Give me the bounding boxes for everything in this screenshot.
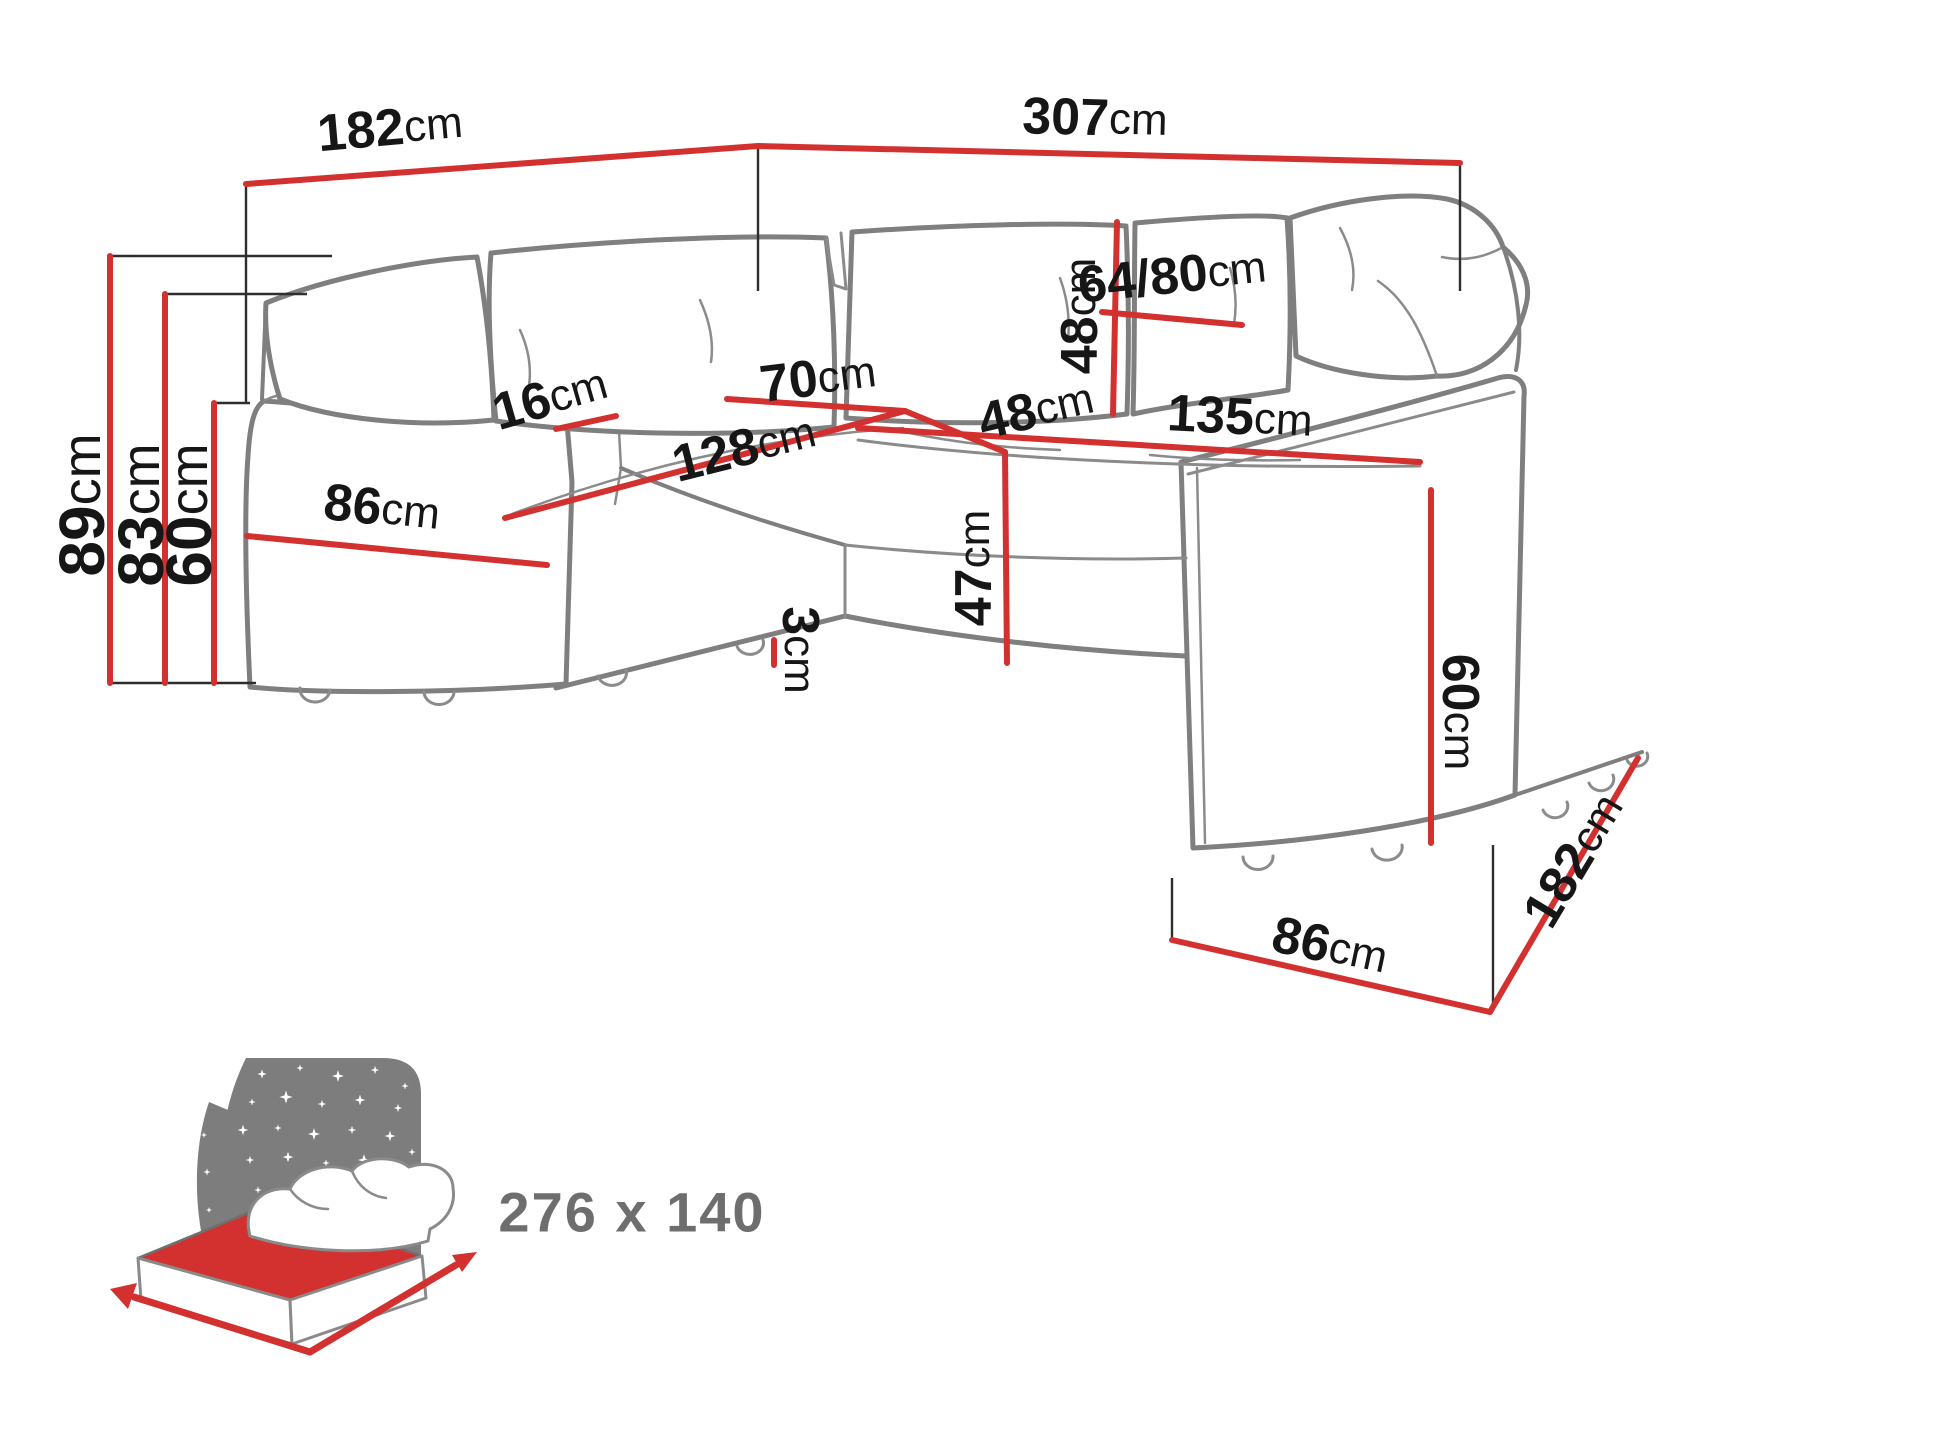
mattress-side-right	[288, 1254, 428, 1346]
dim-line-arm-depth-left-86	[244, 533, 550, 568]
dimension-lines	[107, 142, 1641, 1015]
bed-width-arrow	[130, 1293, 314, 1356]
dim-label-seat-depth: 48cm	[973, 369, 1100, 452]
dim-label-width-back-right: 307cm	[1022, 87, 1169, 149]
right-armrest-inner-line	[1186, 390, 1516, 476]
dim-label-arm-depth-left: 86cm	[321, 473, 443, 543]
main-seat-front-edge	[856, 438, 1422, 469]
duvet-creases	[288, 1169, 388, 1211]
backrest-notch	[824, 231, 848, 291]
center-base-bottom-edge	[842, 613, 1189, 659]
corner-cushions	[1287, 193, 1531, 381]
corner-cushion-crease-2	[1440, 245, 1505, 261]
dim-label-back-cushion-height: 48cm	[1051, 258, 1109, 375]
sofa-sketch	[243, 193, 1650, 871]
dim-line-back-cushion-6480	[1099, 309, 1245, 328]
dim-label-height-back: 83cm	[105, 443, 177, 586]
dimension-guides	[110, 146, 1495, 1010]
back-pillow-1	[263, 254, 497, 426]
back-pillow-4	[1130, 213, 1293, 417]
right-arm-front	[1178, 374, 1527, 851]
bed-length-arrow	[306, 1261, 460, 1356]
bed-width-arrowhead	[110, 1283, 137, 1309]
corner-seat-edge	[510, 426, 905, 516]
dim-line-back-widths	[243, 142, 1463, 187]
dim-label-foot-height: 3cm	[771, 606, 829, 694]
dim-line-armrest-16	[553, 413, 619, 432]
bed-length-arrowhead	[452, 1252, 477, 1272]
corner-cushion-crease-1	[1376, 279, 1439, 378]
dim-label-height-arm-right: 60cm	[1431, 654, 1489, 771]
dim-line-arm-depth-right-86	[1169, 937, 1493, 1015]
dim-label-side-depth-right: 182cm	[1512, 783, 1637, 938]
dim-line-seat-70	[724, 396, 908, 414]
corner-base-bottom-edge	[553, 613, 848, 691]
sleeping-area-icon: 276 x 140	[110, 1058, 765, 1356]
pillow-creases	[518, 226, 1355, 394]
right-back-edge	[1501, 245, 1522, 372]
dim-label-seat-height: 47cm	[945, 510, 1003, 627]
dim-label-seat-width-main: 135cm	[1166, 384, 1314, 450]
sleeping-area-size-label: 276 x 140	[498, 1181, 765, 1244]
left-arm-front	[243, 398, 575, 695]
dim-label-back-cushion-width: 64/80cm	[1075, 237, 1269, 314]
dim-line-section-128	[502, 408, 908, 521]
dim-label-width-back-left: 182cm	[315, 93, 465, 163]
dim-label-height-total: 89cm	[46, 433, 118, 576]
dim-line-seat-height-47	[1002, 449, 1010, 666]
center-front-seam	[843, 543, 1188, 561]
dim-line-back-cushion-48	[1110, 219, 1120, 417]
dim-line-seat-135	[855, 425, 1423, 465]
back-pillow-3	[843, 221, 1131, 426]
feet-hooks	[298, 638, 1650, 871]
right-arm-left-edge-line	[1195, 466, 1207, 845]
dim-line-side-182-right	[1487, 755, 1641, 1015]
dim-label-height-arm-left: 60cm	[153, 443, 225, 586]
dim-label-arm-depth-right: 86cm	[1267, 906, 1393, 987]
seat-tufting-2	[1148, 453, 1302, 462]
right-back-bottom-edge	[1513, 750, 1644, 797]
dim-label-seat-width-corner: 70cm	[757, 342, 880, 414]
